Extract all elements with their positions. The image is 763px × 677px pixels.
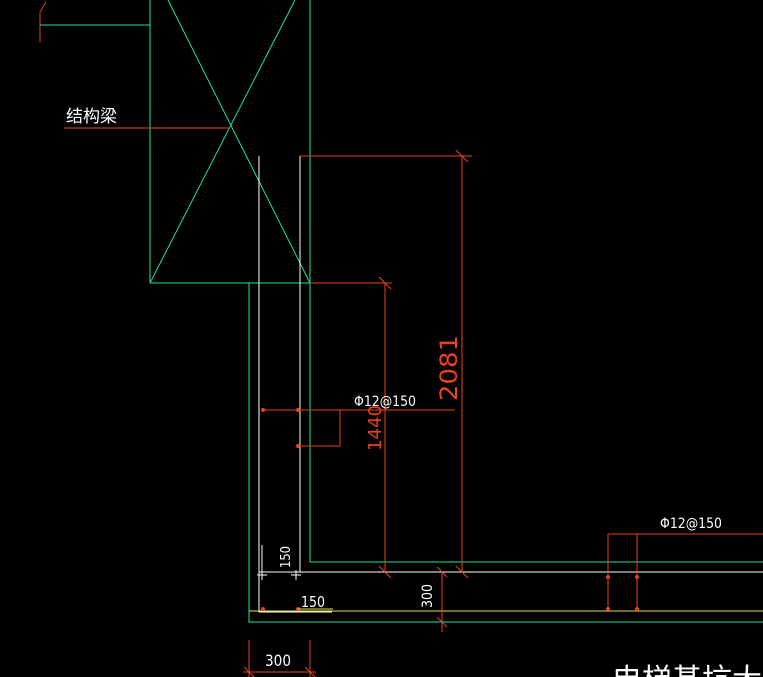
rebar-horizontal-label: Φ12@150 [660,516,722,532]
dimension-300-slab [436,566,448,632]
dimension-1440-text: 1440 [365,405,386,451]
rebar-vertical-label: Φ12@150 [354,394,416,410]
dimension-2081 [300,149,472,579]
structural-beam-label: 结构梁 [66,107,117,127]
pit-concrete-outline [248,283,763,623]
top-left-partial-element [39,1,150,42]
dimension-150-vertical-text: 150 [279,546,294,568]
rebar-horizontal-leader [607,533,763,612]
dimension-300-slab-text: 300 [420,584,436,608]
dimension-1440 [310,276,392,579]
rebar-vertical-leader [263,409,455,447]
dimension-300-wall [243,640,316,677]
bottom-partial-title: 电梯基坑大样 [612,663,763,677]
structural-beam-section [149,0,311,284]
dimension-150-horizontal-text: 150 [301,593,325,611]
dimension-300-wall-text: 300 [265,651,291,670]
dimension-2081-text: 2081 [435,335,463,401]
dimension-150-vertical [257,545,301,580]
